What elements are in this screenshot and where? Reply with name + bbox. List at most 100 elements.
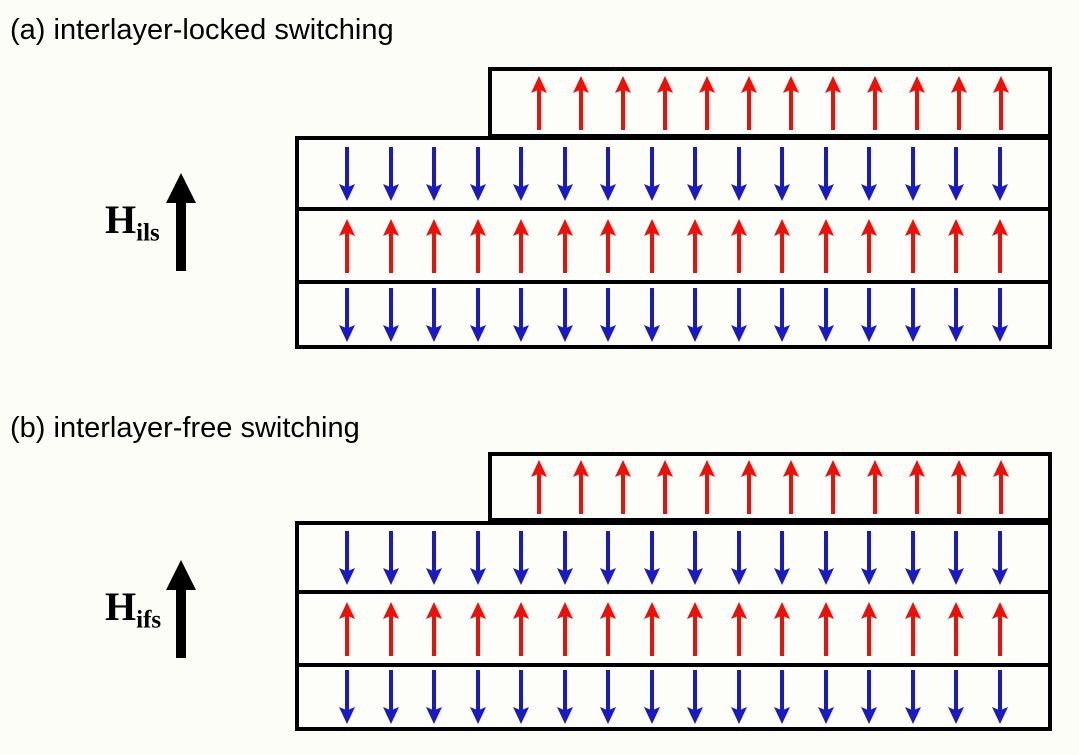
spin-arrow-up-icon (338, 219, 356, 273)
spin-arrow-down-icon (773, 287, 791, 342)
spin-arrow-down-icon (512, 670, 530, 724)
panel-a-layer-3 (295, 207, 1052, 281)
spin-arrow-down-icon (556, 147, 574, 201)
spin-arrow-down-icon (425, 287, 443, 342)
panel-b-layer-2 (295, 521, 1052, 591)
spin-arrow-down-icon (817, 287, 835, 342)
spin-arrow-down-icon (425, 531, 443, 585)
spin-arrow-down-icon (817, 670, 835, 724)
spin-arrow-up-icon (908, 460, 926, 514)
spin-arrow-down-icon (599, 670, 617, 724)
spin-arrow-down-icon (599, 287, 617, 342)
spin-arrow-down-icon (817, 531, 835, 585)
spin-arrow-down-icon (338, 670, 356, 724)
spin-arrow-down-icon (469, 531, 487, 585)
field-subscript: ils (136, 219, 160, 247)
spin-arrow-up-icon (947, 602, 965, 656)
panel-a-layer-2 (295, 136, 1052, 208)
spin-arrow-up-icon (904, 602, 922, 656)
spin-arrow-up-icon (904, 219, 922, 273)
spin-arrow-down-icon (947, 531, 965, 585)
spin-arrow-up-icon (686, 602, 704, 656)
spin-arrow-down-icon (512, 147, 530, 201)
spin-arrow-down-icon (556, 287, 574, 342)
field-symbol: H (105, 584, 137, 629)
spin-arrow-up-icon (643, 602, 661, 656)
spin-arrow-up-icon (382, 602, 400, 656)
spin-arrow-down-icon (469, 147, 487, 201)
spin-arrow-up-icon (866, 460, 884, 514)
spin-arrow-up-icon (572, 75, 590, 130)
spin-arrow-up-icon (698, 460, 716, 514)
spin-arrow-down-icon (338, 531, 356, 585)
spin-arrow-down-icon (556, 531, 574, 585)
spin-arrow-down-icon (860, 531, 878, 585)
spin-arrow-down-icon (730, 670, 748, 724)
spin-arrow-down-icon (643, 287, 661, 342)
spin-arrow-down-icon (469, 670, 487, 724)
spin-arrow-down-icon (991, 531, 1009, 585)
spin-arrow-down-icon (382, 670, 400, 724)
spin-arrow-up-icon (572, 460, 590, 514)
spin-arrow-up-icon (908, 75, 926, 130)
spin-arrow-down-icon (773, 147, 791, 201)
spin-arrow-down-icon (904, 670, 922, 724)
spin-arrow-up-icon (512, 219, 530, 273)
spin-arrow-down-icon (382, 287, 400, 342)
panel-a-field-label: Hils (105, 200, 160, 246)
spin-arrow-down-icon (686, 670, 704, 724)
spin-arrow-down-icon (382, 147, 400, 201)
spin-arrow-down-icon (947, 287, 965, 342)
spin-arrow-down-icon (643, 670, 661, 724)
spin-arrow-down-icon (599, 531, 617, 585)
spin-arrow-up-icon (686, 219, 704, 273)
spin-arrow-up-icon (730, 219, 748, 273)
spin-arrow-up-icon (469, 219, 487, 273)
field-symbol: H (105, 197, 137, 242)
spin-arrow-down-icon (991, 670, 1009, 724)
spin-arrow-up-icon (773, 602, 791, 656)
spin-arrow-down-icon (730, 531, 748, 585)
spin-arrow-down-icon (904, 287, 922, 342)
panel-b-layer-1 (488, 452, 1052, 522)
spin-arrow-down-icon (338, 287, 356, 342)
spin-arrow-up-icon (614, 460, 632, 514)
spin-arrow-down-icon (686, 147, 704, 201)
spin-arrow-up-icon (782, 460, 800, 514)
spin-arrow-down-icon (860, 670, 878, 724)
spin-arrow-up-icon (950, 460, 968, 514)
spin-arrow-down-icon (469, 287, 487, 342)
spin-arrow-down-icon (730, 147, 748, 201)
spin-arrow-down-icon (643, 147, 661, 201)
spin-arrow-up-icon (866, 75, 884, 130)
spin-arrow-down-icon (338, 147, 356, 201)
spin-arrow-down-icon (512, 531, 530, 585)
spin-arrow-up-icon (469, 602, 487, 656)
spin-arrow-down-icon (512, 287, 530, 342)
spin-arrow-up-icon (599, 219, 617, 273)
spin-arrow-up-icon (782, 75, 800, 130)
panel-b-layer-4 (295, 663, 1052, 731)
spin-arrow-up-icon (512, 602, 530, 656)
spin-arrow-up-icon (643, 219, 661, 273)
spin-arrow-down-icon (686, 531, 704, 585)
spin-arrow-down-icon (425, 147, 443, 201)
spin-arrow-down-icon (599, 147, 617, 201)
spin-arrow-up-icon (991, 219, 1009, 273)
spin-arrow-down-icon (947, 670, 965, 724)
field-arrow-up-icon (160, 172, 202, 277)
spin-arrow-up-icon (656, 460, 674, 514)
spin-arrow-down-icon (860, 147, 878, 201)
spin-arrow-down-icon (860, 287, 878, 342)
spin-arrow-up-icon (599, 602, 617, 656)
spin-arrow-up-icon (824, 75, 842, 130)
panel-b-layer-3 (295, 590, 1052, 664)
spin-arrow-down-icon (382, 531, 400, 585)
spin-arrow-down-icon (991, 287, 1009, 342)
spin-arrow-up-icon (556, 219, 574, 273)
spin-arrow-up-icon (824, 460, 842, 514)
spin-arrow-up-icon (992, 460, 1010, 514)
spin-arrow-up-icon (817, 602, 835, 656)
spin-arrow-up-icon (530, 460, 548, 514)
spin-arrow-down-icon (904, 531, 922, 585)
